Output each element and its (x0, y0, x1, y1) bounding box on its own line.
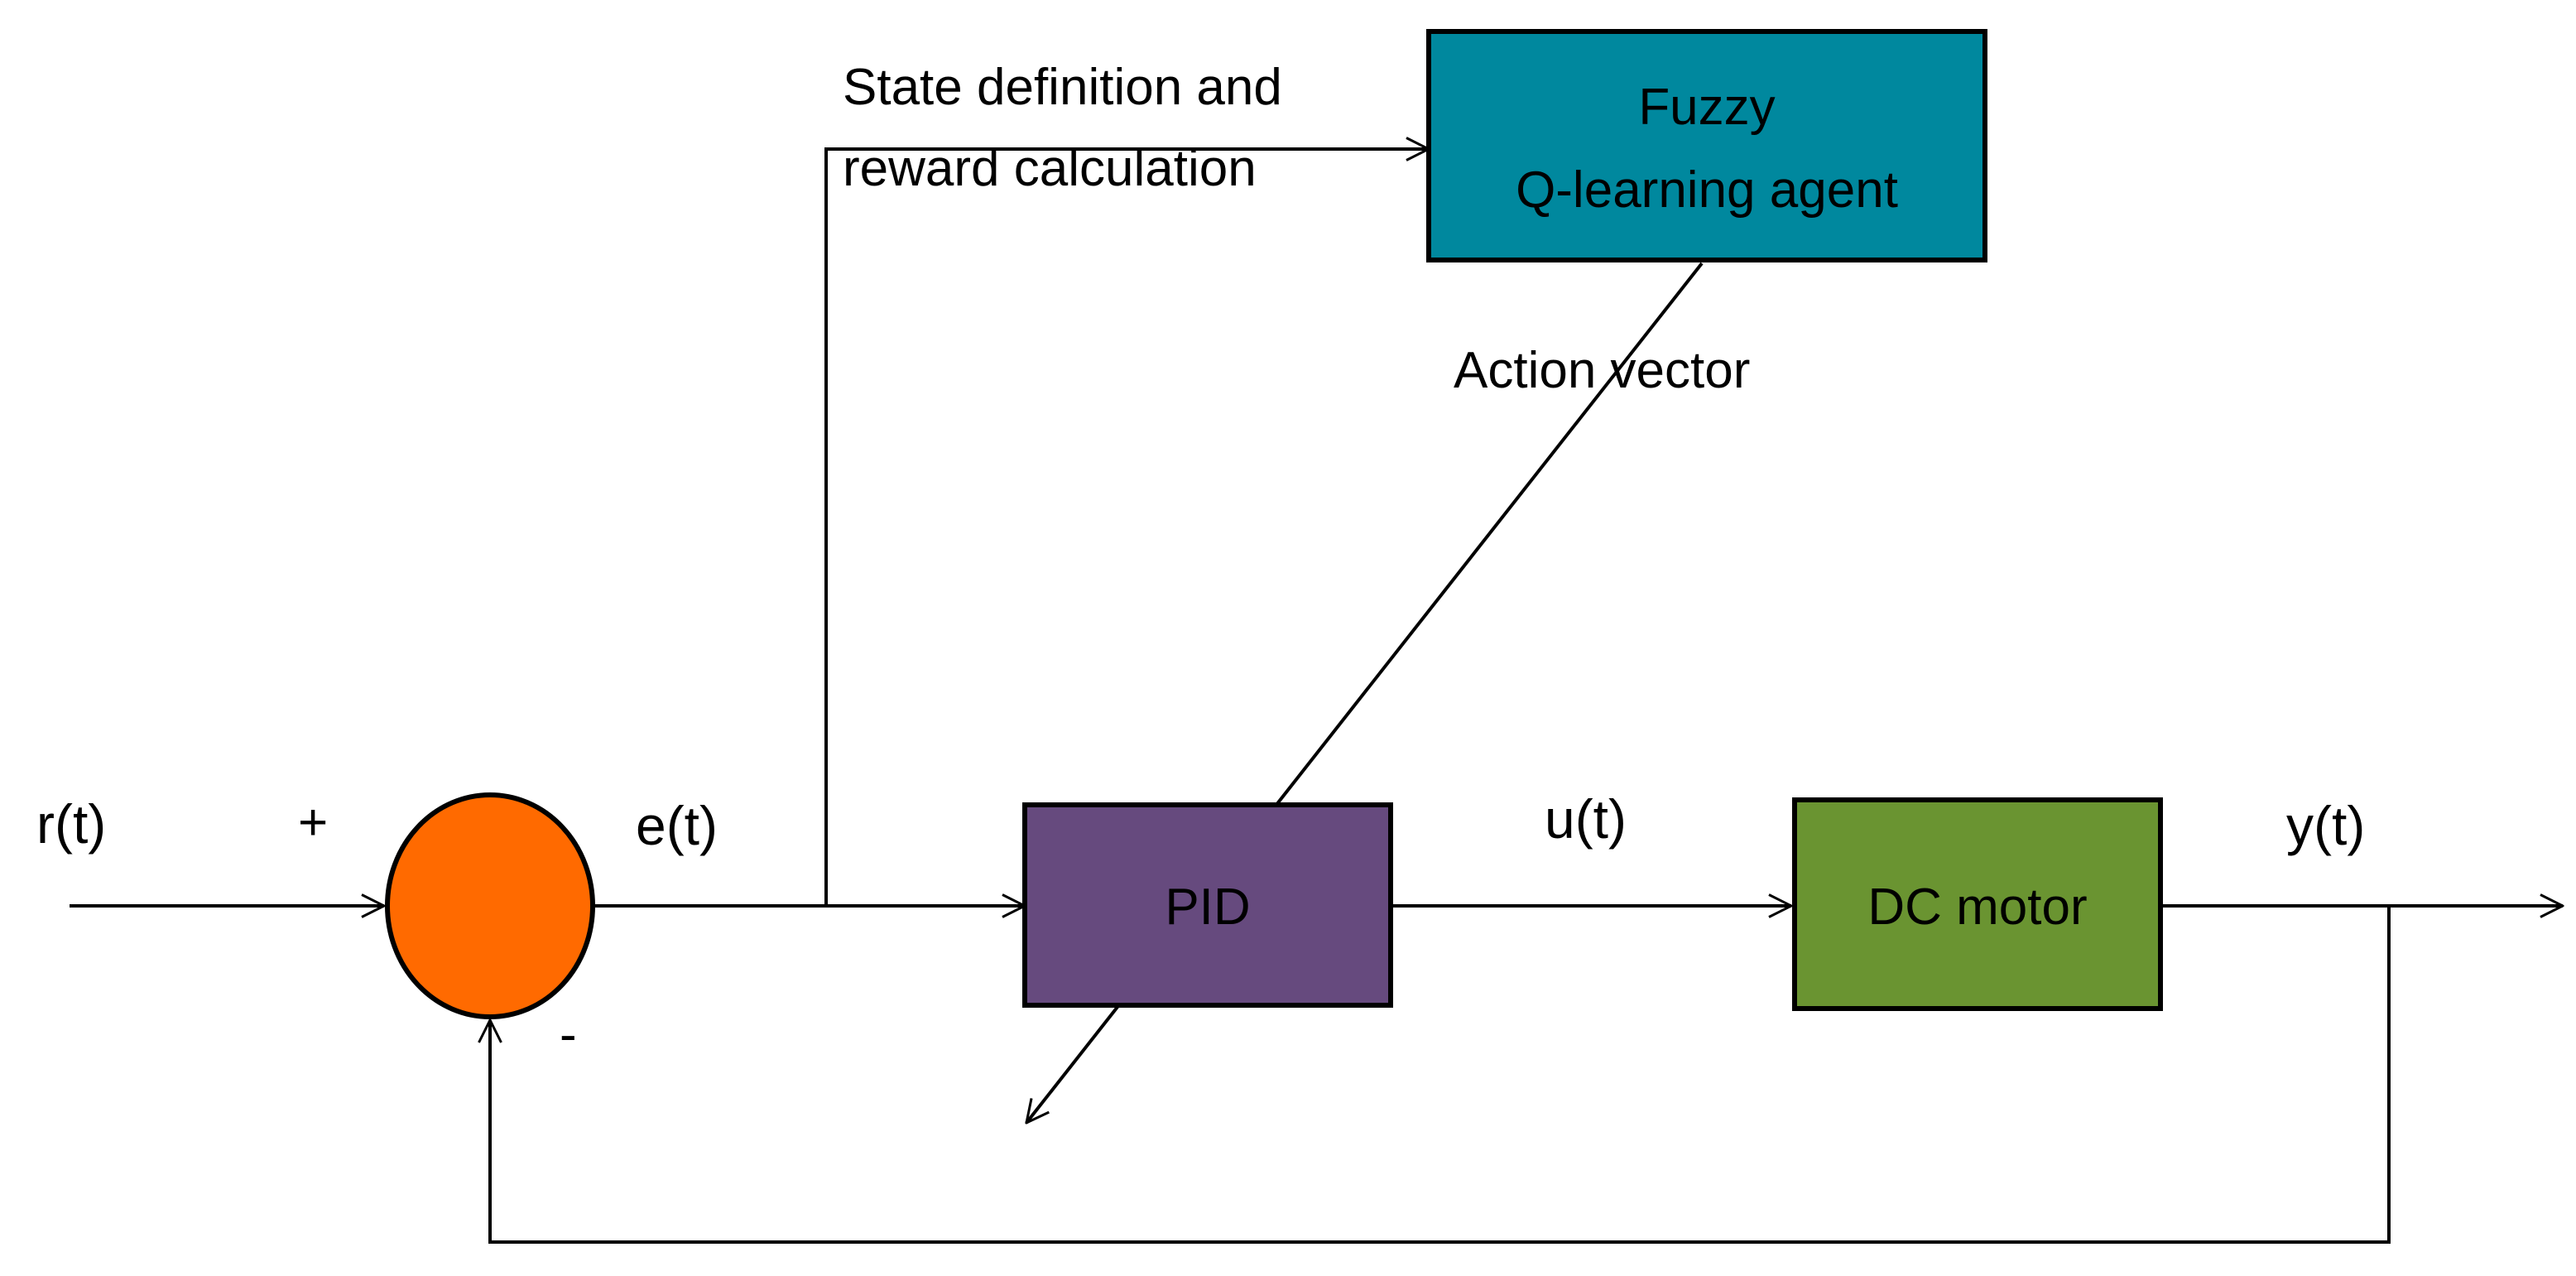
control-signal-label: u(t) (1545, 788, 1627, 850)
state-feedback-line (824, 149, 1429, 906)
minus-sign: - (560, 1006, 577, 1063)
error-signal-label: e(t) (636, 795, 718, 856)
agent-label-line2: Q-learning agent (1516, 161, 1898, 219)
state-definition-label-line1: State definition and (843, 59, 1282, 116)
action-vector-label: Action vector (1454, 342, 1750, 399)
pid-label: PID (1165, 879, 1250, 936)
fuzzy-q-learning-agent-block (1426, 29, 1987, 262)
dc-motor-label: DC motor (1867, 879, 2087, 936)
state-definition-label-line2: reward calculation (843, 140, 1257, 197)
output-signal-label: y(t) (2286, 795, 2365, 856)
dc-motor-block (1792, 797, 2163, 1011)
reference-signal-label: r(t) (36, 793, 106, 855)
summing-junction (385, 792, 595, 1019)
feedback-loop-line (490, 906, 2391, 1244)
plus-sign: + (298, 794, 328, 851)
pid-block (1022, 802, 1393, 1008)
agent-label-line1: Fuzzy (1638, 79, 1775, 136)
